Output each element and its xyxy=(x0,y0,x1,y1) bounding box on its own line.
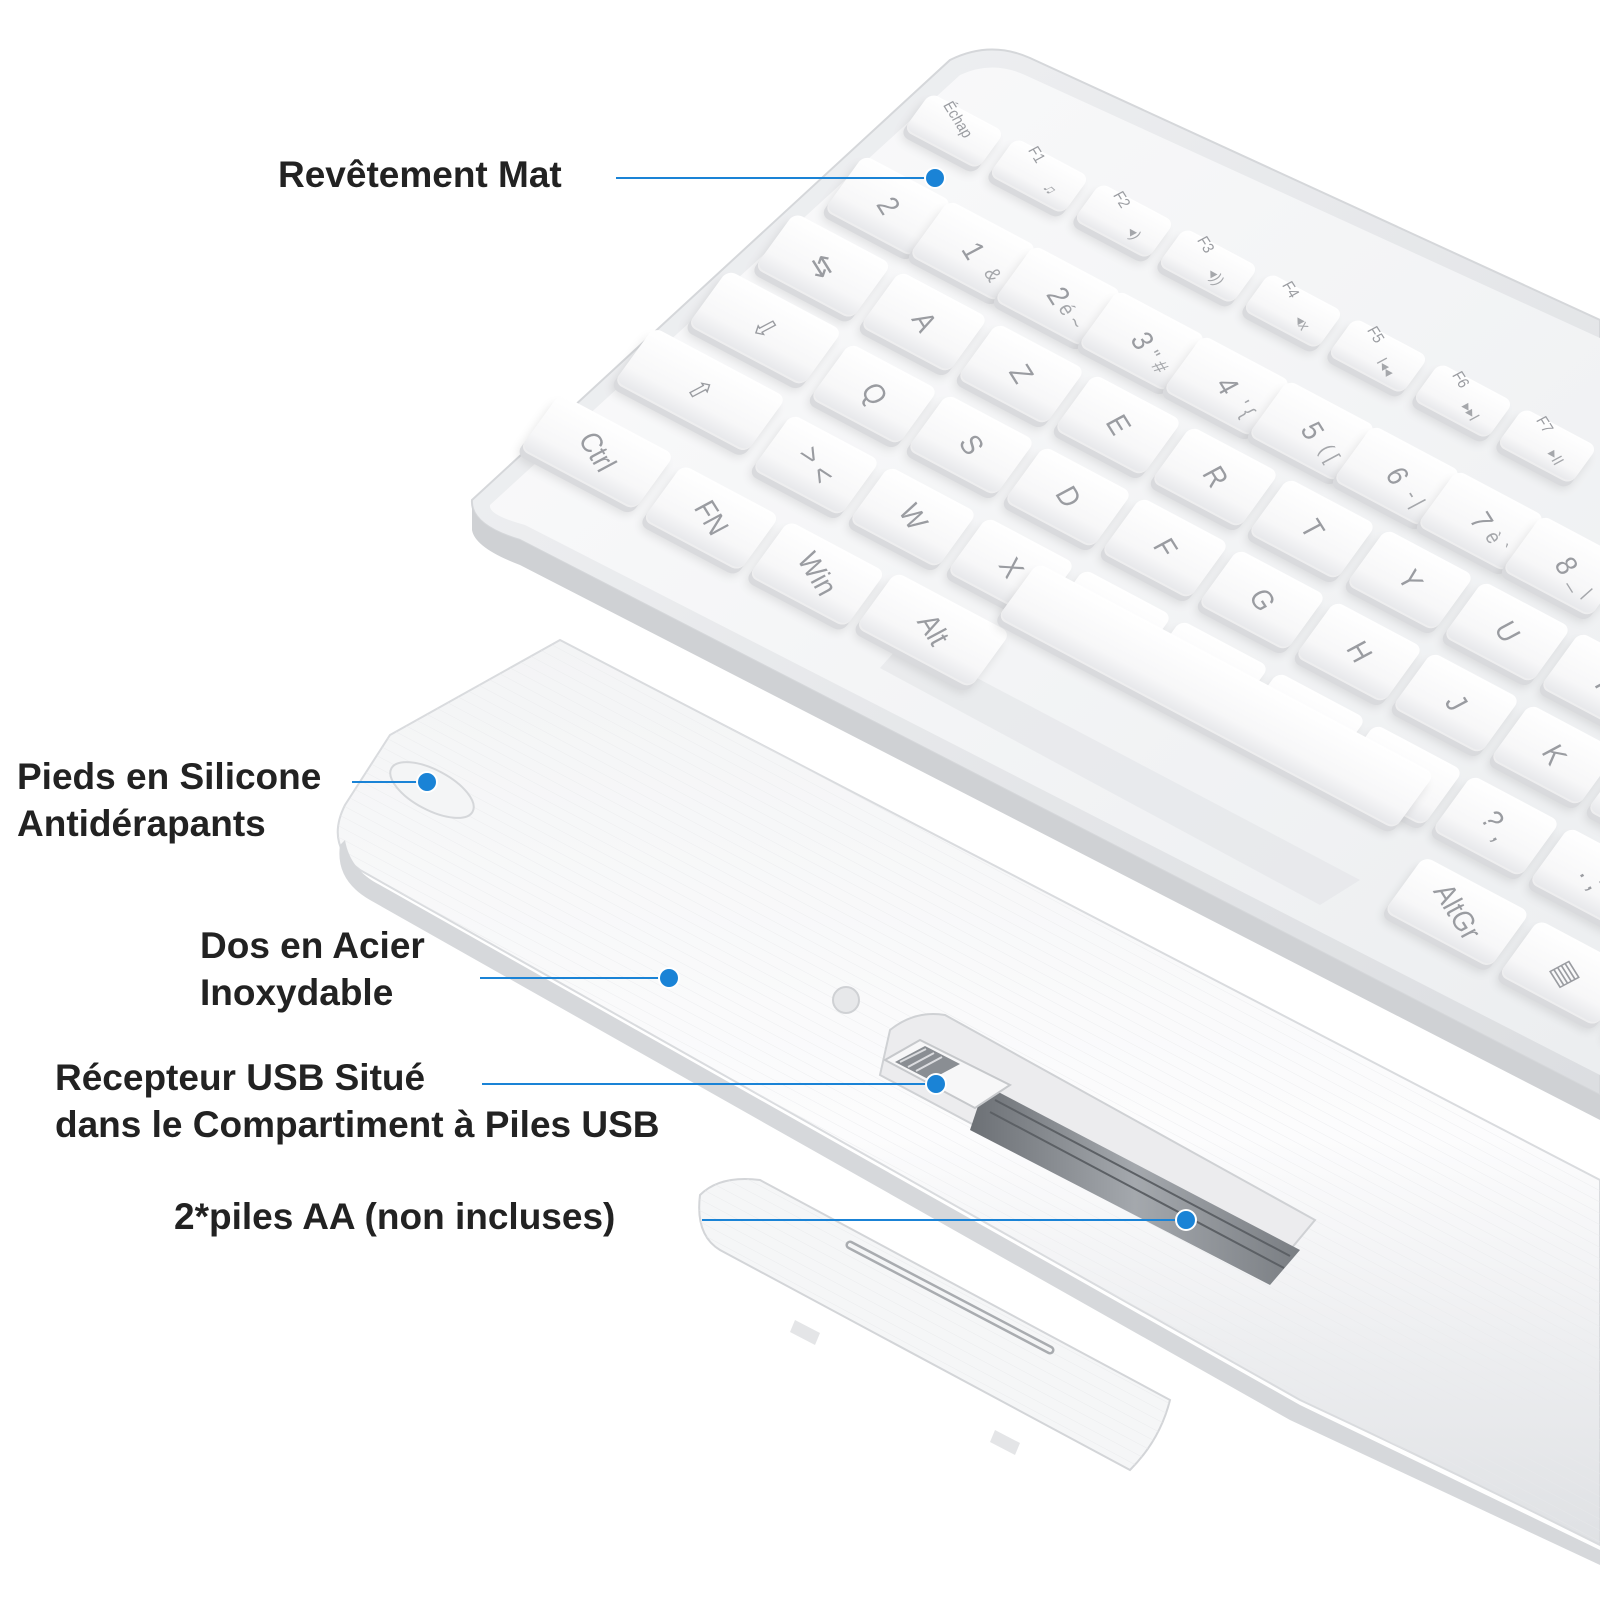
callout-recepteur-line-2: dans le Compartiment à Piles USB xyxy=(55,1104,660,1145)
callout-piles-dot xyxy=(1177,1211,1195,1229)
callout-revetement-line-1: Revêtement Mat xyxy=(278,154,562,195)
battery-cover xyxy=(698,1178,1172,1472)
callout-dos-dot xyxy=(660,969,678,987)
silicone-foot xyxy=(389,761,475,819)
base-hole xyxy=(832,986,860,1014)
callout-pieds-leader xyxy=(352,781,428,783)
callout-revetement-leader xyxy=(616,177,936,179)
callout-recepteur-text: Récepteur USB Situé dans le Compartiment… xyxy=(55,1054,660,1148)
callout-dos-line-2: Inoxydable xyxy=(200,972,394,1013)
callout-pieds-line-2: Antidérapants xyxy=(17,803,266,844)
callout-recepteur-dot xyxy=(927,1075,945,1093)
callout-revetement-dot xyxy=(926,169,944,187)
callout-recepteur-line-1: Récepteur USB Situé xyxy=(55,1057,426,1098)
callout-piles-line-1: 2*piles AA (non incluses) xyxy=(174,1196,616,1237)
callout-pieds-dot xyxy=(418,773,436,791)
callout-revetement-text: Revêtement Mat xyxy=(278,151,562,198)
battery-slot xyxy=(970,1085,1300,1285)
callout-dos-line-1: Dos en Acier xyxy=(200,925,425,966)
callout-dos-text: Dos en Acier Inoxydable xyxy=(200,922,425,1016)
callout-recepteur-leader xyxy=(482,1083,937,1085)
callout-pieds-text: Pieds en Silicone Antidérapants xyxy=(17,753,321,847)
callout-pieds-line-1: Pieds en Silicone xyxy=(17,756,322,797)
callout-piles-text: 2*piles AA (non incluses) xyxy=(174,1193,615,1240)
callout-dos-leader xyxy=(480,977,670,979)
callout-piles-leader xyxy=(702,1219,1187,1221)
